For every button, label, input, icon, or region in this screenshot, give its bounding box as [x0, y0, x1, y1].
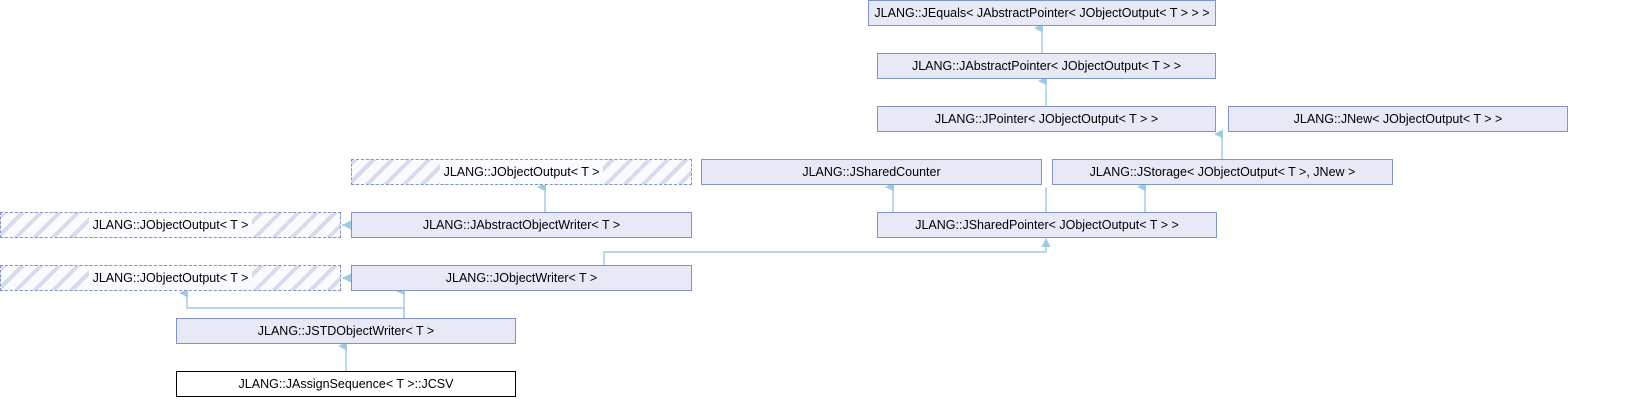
class-node-label: JLANG::JEquals< JAbstractPointer< JObjec… [874, 6, 1210, 20]
class-node-label: JLANG::JObjectOutput< T > [88, 213, 253, 237]
edge-jobjectwriter-jobjectoutput-bot-head [342, 273, 351, 283]
class-node-jobjectoutput-mid[interactable]: JLANG::JObjectOutput< T > [0, 212, 341, 238]
class-node-jsharedcounter[interactable]: JLANG::JSharedCounter [701, 159, 1042, 185]
class-node-jabstractpointer[interactable]: JLANG::JAbstractPointer< JObjectOutput< … [877, 53, 1216, 79]
class-node-jobjectwriter[interactable]: JLANG::JObjectWriter< T > [351, 265, 692, 291]
class-node-label: JLANG::JSTDObjectWriter< T > [257, 324, 435, 338]
class-node-label: JLANG::JAssignSequence< T >::JCSV [238, 377, 454, 391]
class-node-label: JLANG::JStorage< JObjectOutput< T >, JNe… [1089, 165, 1356, 179]
class-node-jstorage[interactable]: JLANG::JStorage< JObjectOutput< T >, JNe… [1052, 159, 1393, 185]
class-node-label: JLANG::JPointer< JObjectOutput< T > > [934, 112, 1159, 126]
class-node-label: JLANG::JSharedPointer< JObjectOutput< T … [915, 218, 1179, 232]
class-node-label: JLANG::JObjectOutput< T > [88, 266, 253, 290]
class-node-jnew[interactable]: JLANG::JNew< JObjectOutput< T > > [1228, 106, 1568, 132]
class-node-jstdobjectwriter[interactable]: JLANG::JSTDObjectWriter< T > [176, 318, 516, 344]
class-node-label: JLANG::JSharedCounter [802, 165, 941, 179]
class-node-label: JLANG::JNew< JObjectOutput< T > > [1293, 112, 1503, 126]
class-node-label: JLANG::JAbstractPointer< JObjectOutput< … [911, 59, 1182, 73]
class-node-label: JLANG::JObjectWriter< T > [445, 271, 598, 285]
edge-jstdobjectwriter-jobjectoutput-bot [179, 288, 405, 318]
class-node-jequals[interactable]: JLANG::JEquals< JAbstractPointer< JObjec… [868, 0, 1216, 26]
class-node-label: JLANG::JAbstractObjectWriter< T > [422, 218, 621, 232]
edge-jobjectwriter-jsharedpointer-route [603, 238, 1047, 265]
class-node-jassignsequence[interactable]: JLANG::JAssignSequence< T >::JCSV [176, 371, 516, 397]
class-node-jsharedpointer[interactable]: JLANG::JSharedPointer< JObjectOutput< T … [877, 212, 1217, 238]
edge-jobjectwriter-jsharedpointer-head [1041, 238, 1051, 247]
class-node-jobjectoutput-bot[interactable]: JLANG::JObjectOutput< T > [0, 265, 341, 291]
edge-jabstractwriter-jobjectoutput-mid-head [342, 220, 351, 230]
class-node-label: JLANG::JObjectOutput< T > [439, 160, 604, 184]
class-node-jpointer[interactable]: JLANG::JPointer< JObjectOutput< T > > [877, 106, 1216, 132]
class-node-jobjectoutput-top[interactable]: JLANG::JObjectOutput< T > [351, 159, 692, 185]
class-node-jabstractwriter[interactable]: JLANG::JAbstractObjectWriter< T > [351, 212, 692, 238]
